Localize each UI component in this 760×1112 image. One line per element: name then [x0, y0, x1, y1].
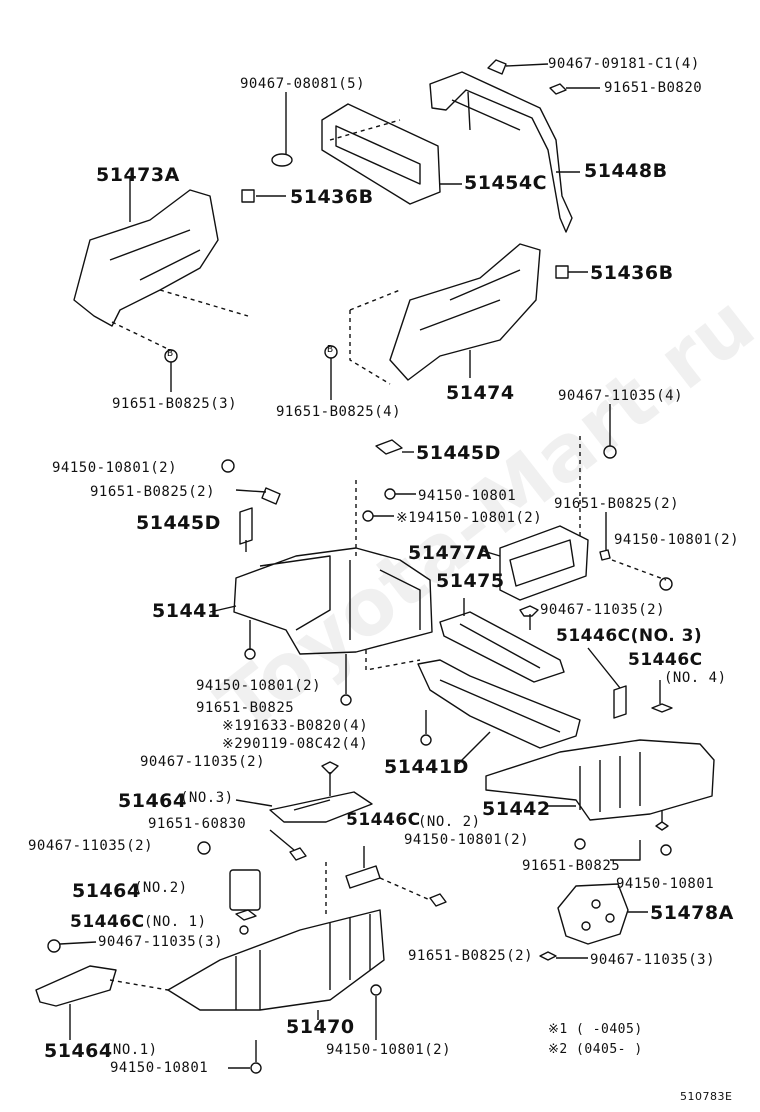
- bracket-51446c-no2: [345, 846, 381, 889]
- part-51475: [439, 611, 565, 683]
- label-94150-10801-2d: 94150-10801(2): [404, 832, 530, 848]
- label-94150-10801-2a: 94150-10801(2): [52, 460, 178, 476]
- clip-90467-11035-b: [321, 761, 339, 775]
- label-91651-b0825-2c: 91651-B0825(2): [408, 948, 534, 964]
- part-51441: [233, 547, 433, 655]
- bracket-51445d-b: [239, 507, 253, 552]
- label-no4: (NO. 4): [664, 670, 727, 686]
- retainer-51436b-b: [555, 265, 569, 279]
- clip-90467-11035-a: [603, 445, 617, 459]
- label-51464-no3: 51464: [118, 790, 187, 812]
- label-191633-b0820: ※191633-B0820(4): [222, 718, 369, 734]
- label-51464-no1: 51464: [44, 1040, 113, 1062]
- label-51442: 51442: [482, 798, 551, 820]
- part-51464-no2: [229, 869, 261, 911]
- label-51441: 51441: [152, 600, 221, 622]
- label-51436b-a: 51436B: [290, 186, 374, 208]
- label-94150-10801-a: 94150-10801: [418, 488, 517, 504]
- label-90467-08081: 90467-08081(5): [240, 76, 366, 92]
- label-51446c-no4: 51446C: [628, 650, 703, 670]
- label-94150-10801-b: 94150-10801: [616, 876, 715, 892]
- part-51474: [389, 243, 541, 381]
- label-51470: 51470: [286, 1016, 355, 1038]
- bracket-51446c-no1: [235, 909, 257, 921]
- label-290119-08c42: ※290119-08C42(4): [222, 736, 369, 752]
- part-51448b: [429, 71, 573, 233]
- label-90467-11035-4: 90467-11035(4): [558, 388, 684, 404]
- part-51464-no1: [35, 965, 117, 1007]
- clip-90467-08081: [271, 92, 293, 167]
- label-91651-b0825-4: 91651-B0825(4): [276, 404, 402, 420]
- part-51470: [167, 909, 385, 1011]
- label-91651-b0825-c: 91651-B0825: [522, 858, 621, 874]
- label-94150-10801-2b: 94150-10801(2): [614, 532, 740, 548]
- bolt-91651-b0825-a: [261, 487, 281, 505]
- part-51477a: [499, 525, 589, 601]
- label-51454c: 51454C: [464, 172, 548, 194]
- label-90467-11035-2c: 90467-11035(2): [28, 838, 154, 854]
- label-91651-b0825-2a: 91651-B0825(2): [90, 484, 216, 500]
- label-marker-b-2: B: [327, 344, 334, 355]
- label-51445d-a: 51445D: [416, 442, 501, 464]
- label-51478a: 51478A: [650, 902, 734, 924]
- part-51464-no3: [269, 791, 373, 823]
- label-194150-10801: ※194150-10801(2): [396, 510, 543, 526]
- label-no1b: (NO. 1): [144, 914, 207, 930]
- label-90467-11035-3a: 90467-11035(3): [98, 934, 224, 950]
- label-91651-b0820: 91651-B0820: [604, 80, 703, 96]
- label-no1: (NO.1): [104, 1042, 158, 1058]
- bracket-51446c-no3: [613, 685, 627, 719]
- label-51474: 51474: [446, 382, 515, 404]
- label-51446c-no3: 51446C(NO. 3): [556, 626, 703, 646]
- note-2: ※2 (0405- ): [548, 1042, 643, 1057]
- label-91651-60830: 91651-60830: [148, 816, 247, 832]
- part-51478a: [557, 883, 629, 945]
- label-94150-10801-c: 94150-10801: [110, 1060, 209, 1076]
- part-51442: [485, 739, 715, 821]
- label-51446c-no2: 51446C: [346, 810, 421, 830]
- label-51446c-no1: 51446C: [70, 912, 145, 932]
- part-51454c: [321, 103, 441, 205]
- label-90467-11035-2a: 90467-11035(2): [540, 602, 666, 618]
- label-51441d: 51441D: [384, 756, 469, 778]
- label-91651-b0825-2b: 91651-B0825(2): [554, 496, 680, 512]
- label-91651-b0825-b: 91651-B0825: [196, 700, 295, 716]
- label-51436b-b: 51436B: [590, 262, 674, 284]
- label-51477a: 51477A: [408, 542, 492, 564]
- label-90467-11035-2b: 90467-11035(2): [140, 754, 266, 770]
- label-94150-10801-2e: 94150-10801(2): [326, 1042, 452, 1058]
- part-51473a: [73, 189, 219, 327]
- bracket-51446c-no4: [651, 703, 673, 713]
- label-51448b: 51448B: [584, 160, 668, 182]
- label-51445d-b: 51445D: [136, 512, 221, 534]
- note-1: ※1 ( -0405): [548, 1022, 643, 1037]
- label-no2: (NO.2): [134, 880, 188, 896]
- label-91651-b0825-3: 91651-B0825(3): [112, 396, 238, 412]
- label-51475: 51475: [436, 570, 505, 592]
- label-51473a: 51473A: [96, 164, 180, 186]
- clip-90467-09181: [487, 59, 549, 75]
- nut-94150-10801-a: [221, 459, 235, 473]
- label-51464-no2: 51464: [72, 880, 141, 902]
- retainer-51436b-a: [241, 189, 255, 203]
- label-90467-11035-3b: 90467-11035(3): [590, 952, 716, 968]
- bracket-51445d-a: [375, 439, 403, 455]
- bolt-91651-b0820: [549, 83, 600, 95]
- label-no3: (NO.3): [180, 790, 234, 806]
- label-no2b: (NO. 2): [418, 814, 481, 830]
- label-94150-10801-2c: 94150-10801(2): [196, 678, 322, 694]
- label-90467-09181-c1: 90467-09181-C1(4): [548, 56, 700, 72]
- label-marker-b-1: B: [167, 348, 174, 359]
- part-51441d: [417, 659, 581, 749]
- diagram-code: 510783E: [680, 1090, 733, 1103]
